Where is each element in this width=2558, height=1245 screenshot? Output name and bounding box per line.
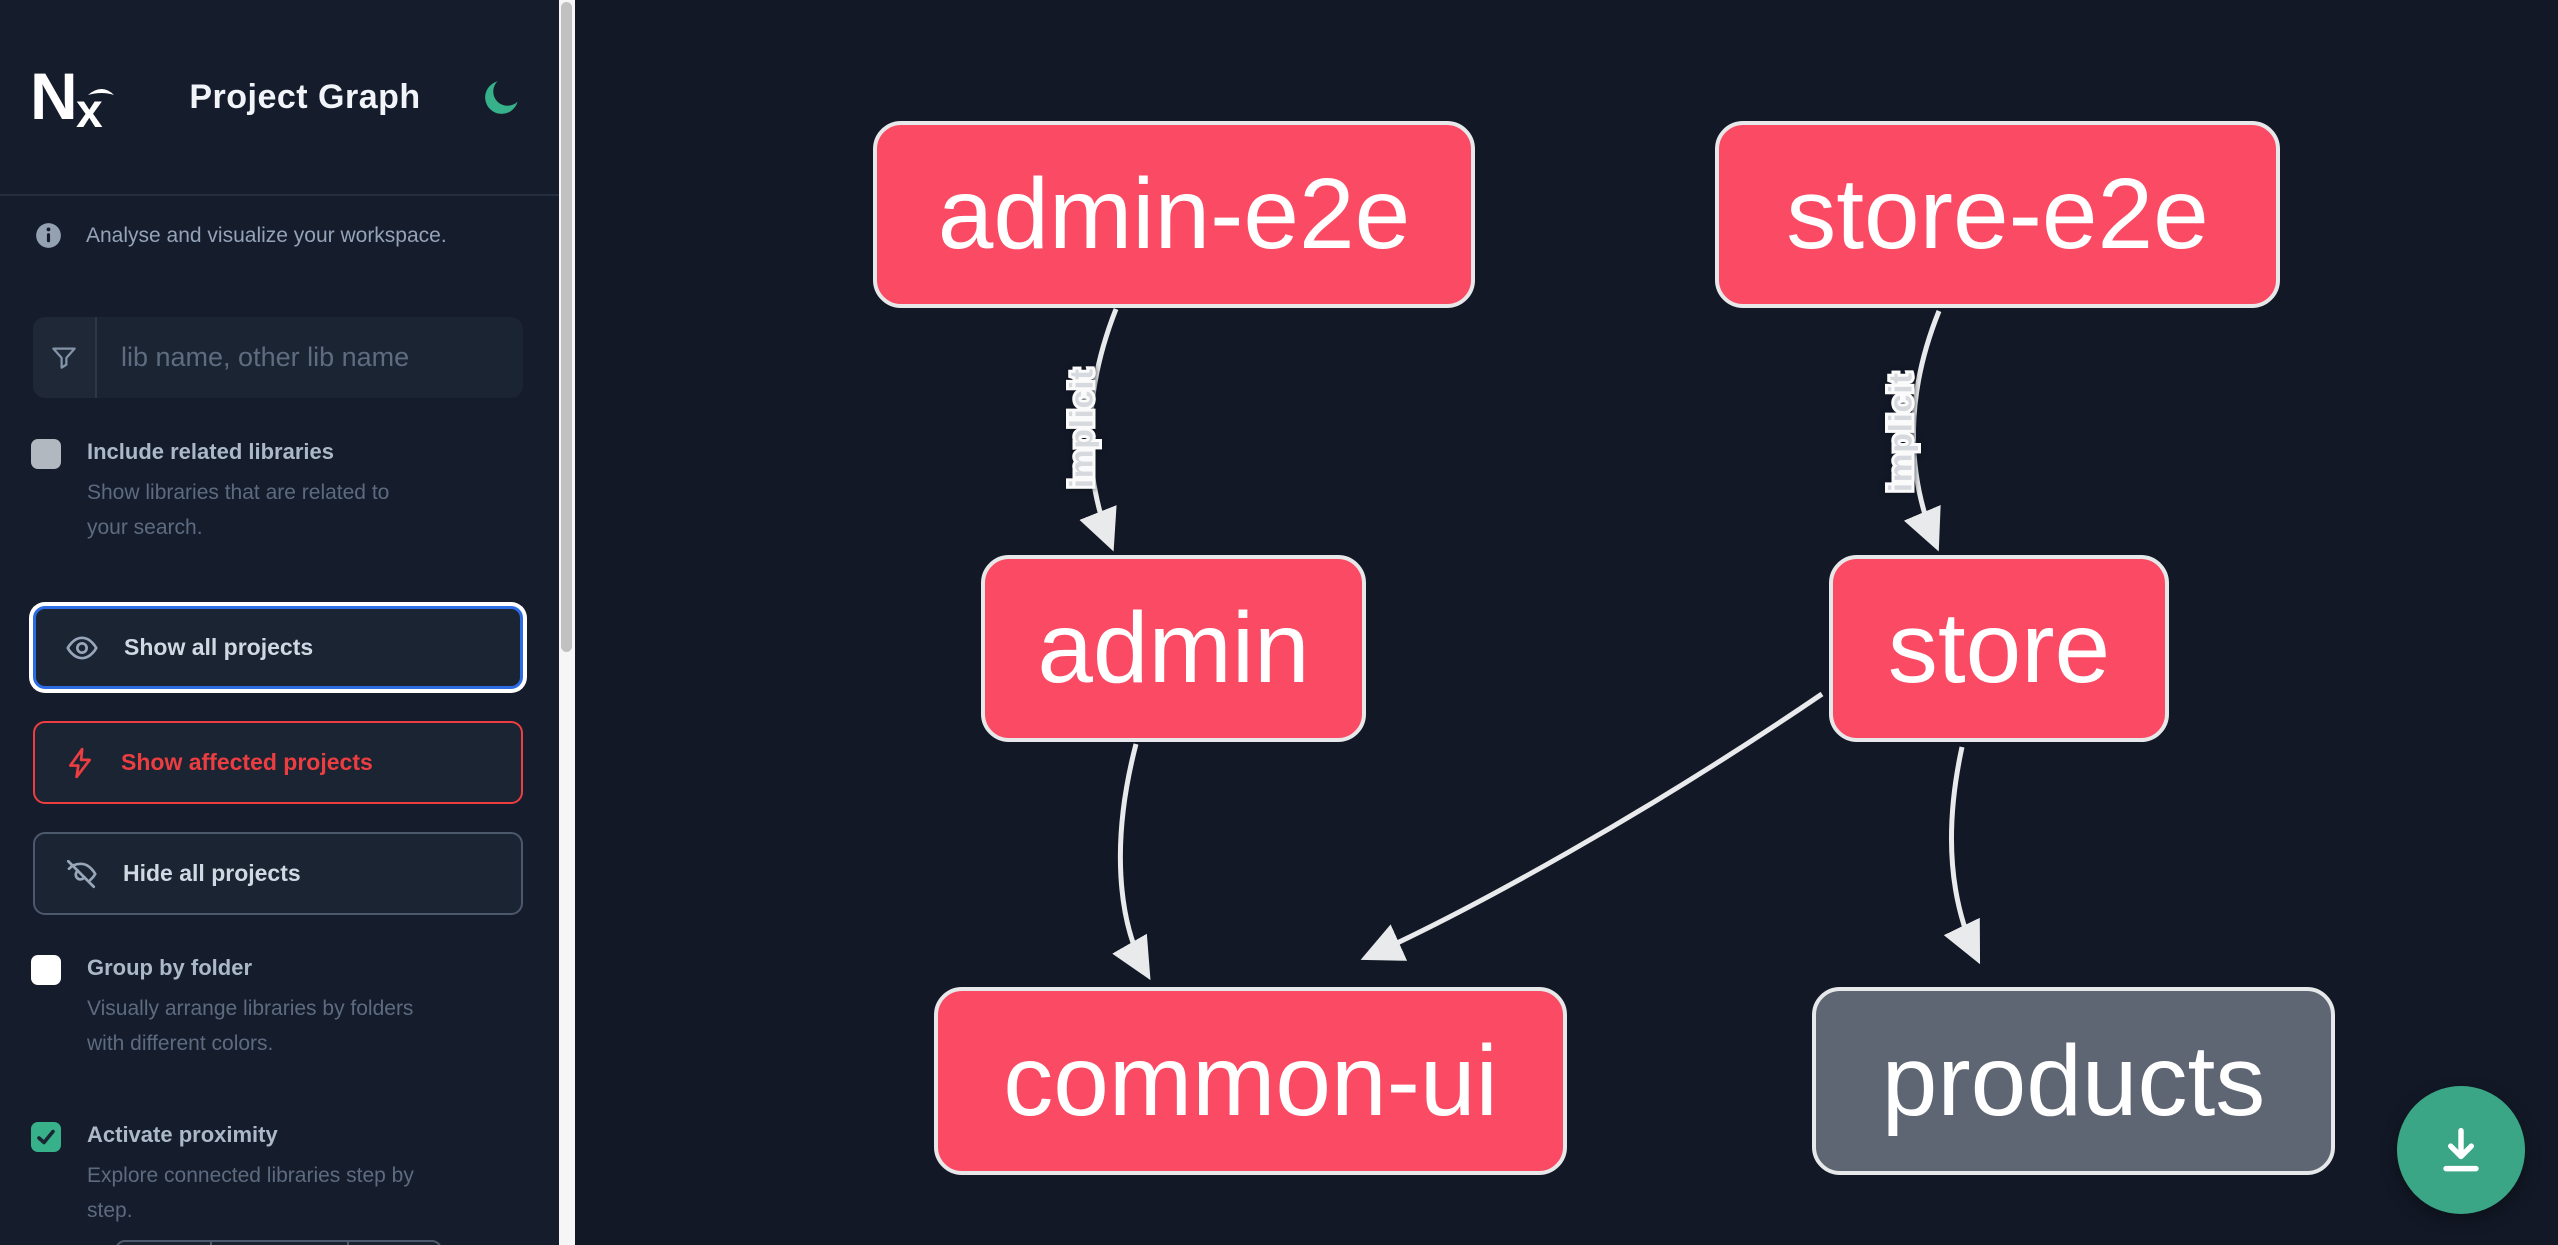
- node-label: products: [1881, 1024, 2266, 1137]
- group-by-folder-checkbox[interactable]: [31, 955, 61, 985]
- graph-edges-layer: implicit implicit: [1060, 308, 1981, 981]
- svg-text:N: N: [30, 61, 78, 133]
- download-icon: [2443, 1127, 2479, 1172]
- node-label: admin: [1037, 592, 1310, 704]
- hide-all-projects-label: Hide all projects: [123, 860, 301, 886]
- activate-proximity-option: Activate proximity Explore connected lib…: [31, 1120, 419, 1228]
- include-related-option: Include related libraries Show libraries…: [31, 437, 419, 545]
- activate-proximity-description: Explore connected libraries step by step…: [87, 1164, 414, 1222]
- edge-admin-e2e-to-admin: [1079, 308, 1119, 552]
- group-by-folder-option: Group by folder Visually arrange librari…: [31, 953, 419, 1061]
- eye-icon: [66, 635, 98, 660]
- group-by-folder-label: Group by folder: [87, 955, 252, 980]
- edge-store-to-common-ui: [1360, 691, 1824, 961]
- include-related-description: Show libraries that are related to your …: [87, 481, 390, 539]
- theme-toggle-moon-icon[interactable]: [480, 75, 524, 119]
- workspace-tagline: Analyse and visualize your workspace.: [86, 223, 447, 247]
- project-graph-canvas[interactable]: implicit implicit admin-e2e store-e2e ad…: [575, 0, 2558, 1245]
- proximity-depth-stepper[interactable]: [115, 1240, 442, 1245]
- node-label: store-e2e: [1786, 158, 2209, 270]
- show-all-projects-label: Show all projects: [124, 634, 314, 660]
- download-graph-button[interactable]: [2397, 1086, 2525, 1214]
- graph-node-store-e2e[interactable]: store-e2e: [1715, 121, 2280, 308]
- edge-store-to-products: [1943, 746, 1981, 965]
- node-label: store: [1887, 592, 2111, 704]
- eye-slash-icon: [66, 859, 97, 888]
- show-affected-projects-button[interactable]: Show affected projects: [33, 721, 523, 804]
- graph-node-common-ui[interactable]: common-ui: [934, 987, 1567, 1175]
- activate-proximity-checkbox[interactable]: [31, 1122, 61, 1152]
- include-related-checkbox[interactable]: [31, 439, 61, 469]
- edge-admin-to-common-ui: [1112, 743, 1151, 981]
- edge-store-e2e-to-store: [1903, 310, 1942, 552]
- graph-node-admin[interactable]: admin: [981, 555, 1366, 742]
- graph-node-products[interactable]: products: [1812, 987, 2335, 1175]
- group-by-folder-description: Visually arrange libraries by folders wi…: [87, 997, 414, 1055]
- hide-all-projects-button[interactable]: Hide all projects: [33, 832, 523, 915]
- include-related-label: Include related libraries: [87, 439, 334, 464]
- show-affected-projects-label: Show affected projects: [121, 749, 373, 775]
- filter-funnel-icon: [33, 317, 97, 398]
- show-all-projects-button[interactable]: Show all projects: [33, 606, 523, 689]
- edge-label-implicit-right: implicit: [1882, 372, 1918, 492]
- search-input[interactable]: [97, 317, 523, 398]
- edge-label-implicit-left: implicit: [1063, 368, 1099, 488]
- sidebar: N x Project Graph Analyse and visualize …: [0, 0, 560, 1245]
- sidebar-scrollbar-thumb[interactable]: [561, 2, 572, 652]
- check-icon: [37, 1129, 55, 1145]
- bolt-icon: [69, 747, 91, 778]
- nx-logo-icon: N x: [30, 61, 114, 133]
- node-label: common-ui: [1003, 1024, 1498, 1137]
- activate-proximity-label: Activate proximity: [87, 1122, 278, 1147]
- stepper-increment-segment[interactable]: [347, 1242, 440, 1245]
- sidebar-scrollbar-track[interactable]: [559, 0, 575, 1245]
- stepper-value-segment: [209, 1242, 347, 1245]
- workspace-info-row: Analyse and visualize your workspace.: [35, 222, 447, 249]
- node-label: admin-e2e: [937, 158, 1411, 270]
- sidebar-header: N x Project Graph: [0, 0, 560, 196]
- graph-node-admin-e2e[interactable]: admin-e2e: [873, 121, 1475, 308]
- info-icon: [36, 223, 61, 248]
- page-title: Project Graph: [189, 77, 421, 116]
- graph-node-store[interactable]: store: [1829, 555, 2169, 742]
- filter-search-box: [33, 317, 523, 398]
